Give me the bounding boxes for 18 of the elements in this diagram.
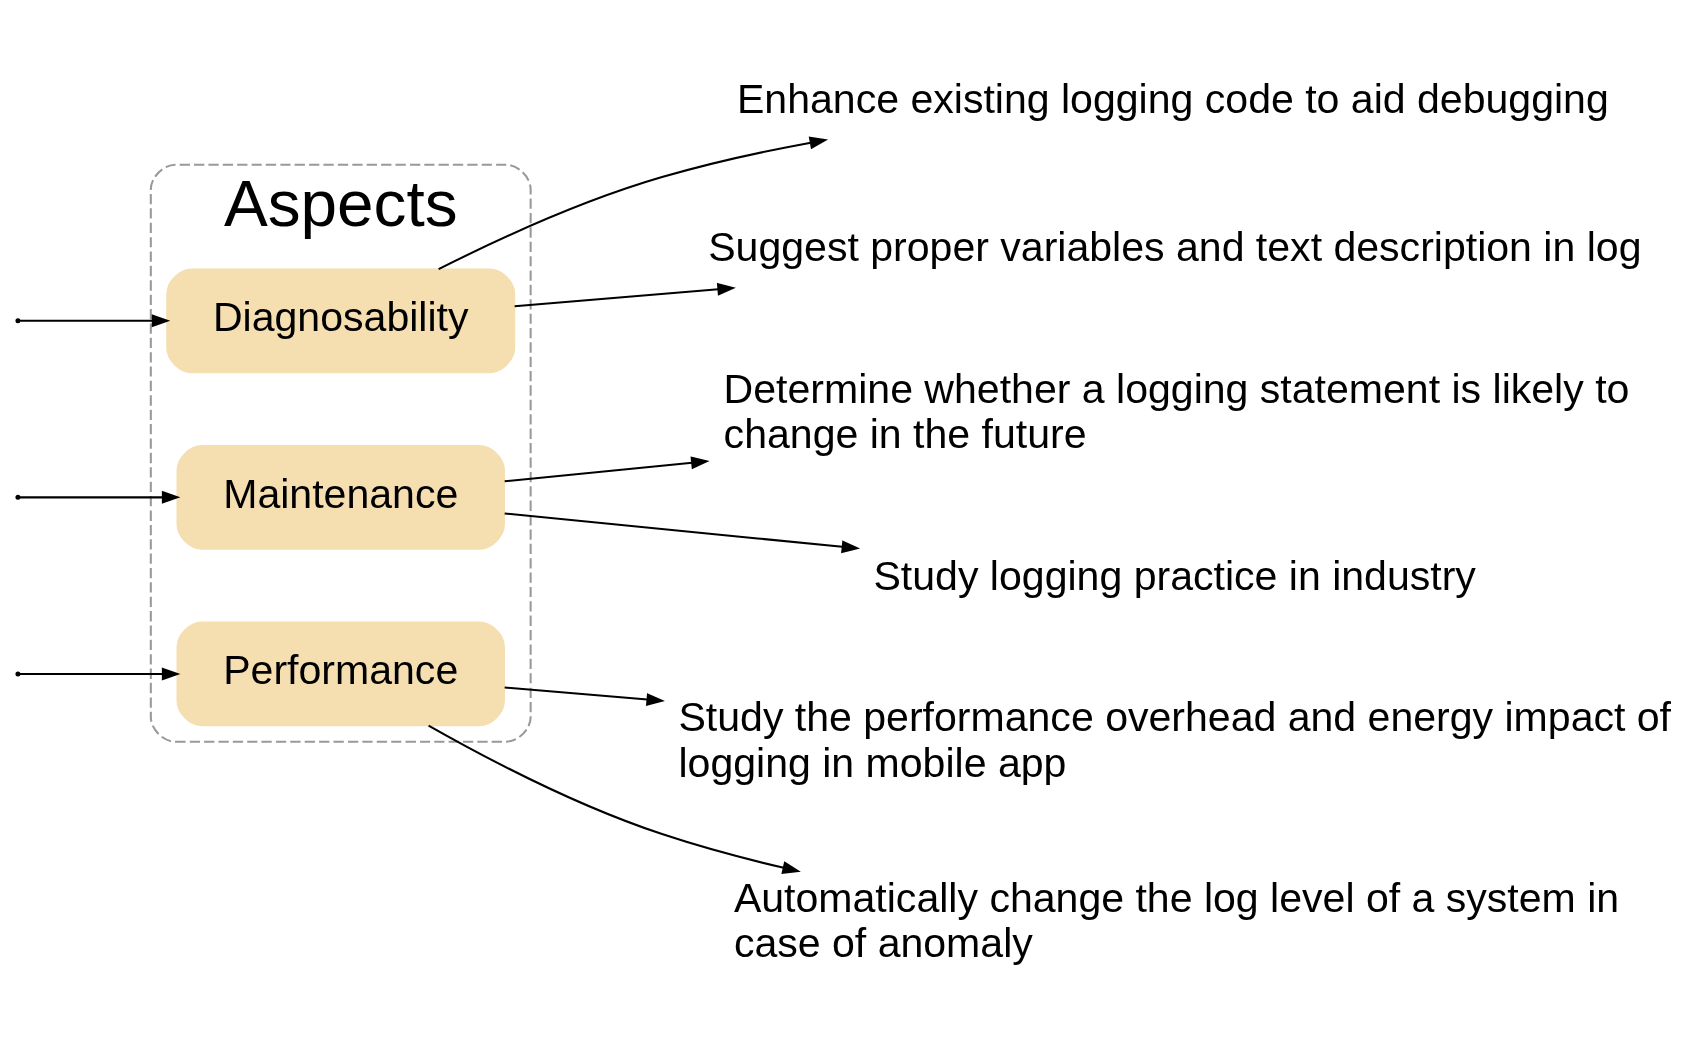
- node-text: Study logging practice in industry: [873, 552, 1476, 599]
- node-text: Study the performance overhead and energy impact of logging in mobile app: [678, 693, 1672, 786]
- node-text: Automatically change the log level of a system in case of anomaly: [733, 874, 1620, 966]
- arrow: [19, 313, 171, 327]
- arrow: [19, 490, 181, 504]
- arrow: [504, 455, 710, 482]
- node-box: Performance: [176, 621, 505, 726]
- arrow: [514, 282, 736, 307]
- node-box: Maintenance: [176, 444, 505, 550]
- node-box: Diagnosability: [166, 267, 516, 373]
- node-text: Suggest proper variables and text description in log: [708, 223, 1642, 270]
- node-text: Enhance existing logging code to aid debugging: [736, 75, 1609, 122]
- node-text: Determine whether a logging statement is likely to change in the future: [723, 365, 1630, 457]
- arrow: [504, 511, 861, 553]
- arrow: [438, 136, 829, 270]
- arrow: [504, 686, 665, 706]
- arrow: [19, 666, 181, 680]
- arrow: [428, 724, 801, 874]
